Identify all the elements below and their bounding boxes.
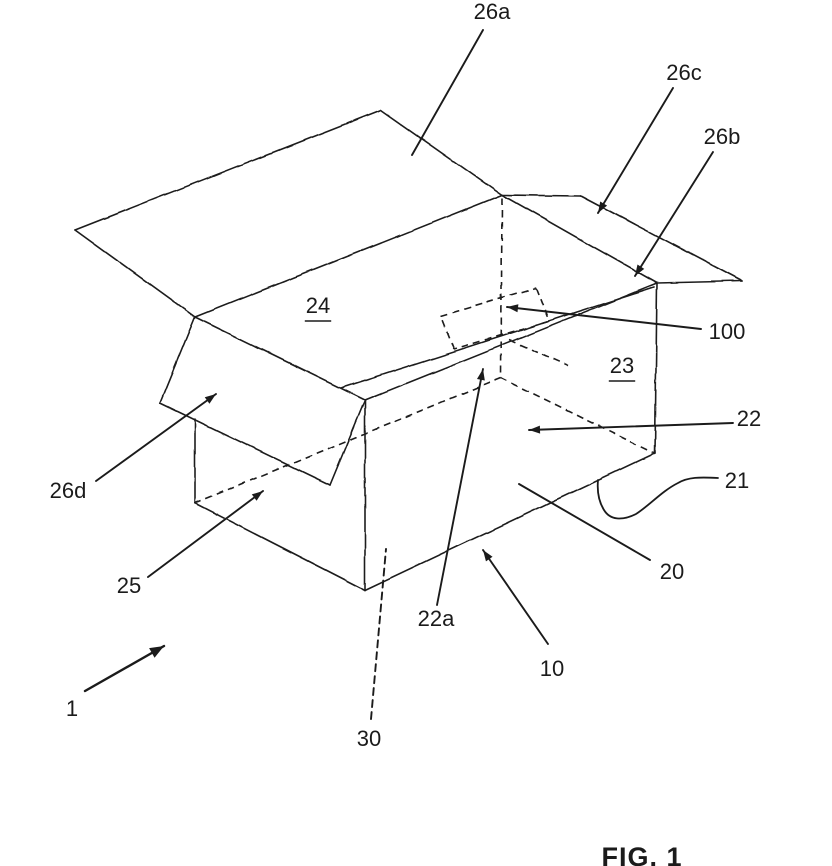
ref-label-26a: 26a: [474, 0, 511, 24]
ref-label-23: 23: [610, 353, 634, 378]
leader-22: [528, 422, 734, 431]
leader-26d-arrowhead: [204, 394, 216, 404]
leader-30: [370, 548, 387, 720]
leader-1-arrowhead: [149, 646, 164, 658]
ref-label-26d: 26d: [50, 478, 87, 503]
hidden-edge-handle-opening-top: [440, 287, 537, 317]
edge-box-edge-right-vertical: [654, 282, 658, 454]
ref-label-22a: 22a: [418, 606, 455, 631]
ref-label-1: 1: [66, 696, 78, 721]
ref-label-26c: 26c: [666, 60, 701, 85]
edge-inner-wall-top-edge: [340, 286, 655, 389]
hidden-edge-handle-opening-left: [440, 315, 455, 350]
ref-label-25: 25: [117, 573, 141, 598]
edge-flap26a-edge-top-left: [74, 109, 382, 231]
hidden-edge-hidden-back-vertical-edge: [500, 197, 503, 379]
hidden-edge-hidden-bottom-back-right-edge: [500, 377, 656, 454]
leader-26a: [411, 29, 484, 156]
edge-box-edge-bottom-right: [364, 452, 656, 591]
leader-26d: [95, 393, 217, 482]
leader-21: [596, 476, 719, 520]
edge-flap26c-edge-outer: [580, 195, 743, 282]
ref-label-21: 21: [725, 468, 749, 493]
leader-20: [518, 483, 651, 561]
hidden-edge-handle-opening-right: [535, 287, 550, 322]
ref-label-20: 20: [660, 559, 684, 584]
edge-flap26b-tip-edge: [656, 280, 743, 284]
ref-label-24: 24: [306, 293, 330, 318]
leader-25-arrowhead: [251, 491, 263, 501]
leader-26c-arrowhead: [598, 201, 608, 213]
leader-10: [482, 549, 549, 645]
leader-100: [506, 306, 702, 330]
leader-26b-arrowhead: [635, 264, 645, 276]
leader-26c: [597, 87, 674, 214]
edge-flap26a-fold-line: [194, 194, 503, 318]
leader-10-arrowhead: [483, 550, 493, 562]
ref-label-22: 22: [737, 406, 761, 431]
edge-flap26d-edge-right: [329, 399, 366, 486]
leader-26b: [634, 151, 714, 277]
ref-label-30: 30: [357, 726, 381, 751]
leader-100-arrowhead: [507, 304, 519, 313]
edge-flap26d-edge-left: [159, 316, 196, 404]
edge-opening-edge-front-left: [194, 316, 366, 401]
reference-leaders: [83, 29, 734, 720]
edge-flap26c-fold-line: [501, 194, 658, 284]
edge-flap26a-edge-left: [74, 229, 196, 318]
ref-label-10: 10: [540, 656, 564, 681]
edge-flap26c-edge-near: [501, 194, 582, 197]
edge-flap26d-edge-bottom: [159, 402, 331, 486]
leader-22a-arrowhead: [476, 369, 485, 381]
leader-25: [147, 490, 264, 578]
figure-caption: FIG. 1: [601, 842, 683, 866]
ref-label-100: 100: [709, 319, 746, 344]
hidden-edge-hidden-inner-edge: [508, 339, 569, 367]
ref-label-26b: 26b: [704, 124, 741, 149]
leader-22a: [436, 368, 484, 606]
reference-labels: 26a 26c 26b 100 23 24 22 21 26d 25 20 22a 10 1 30: [50, 0, 762, 751]
box-edges: [74, 109, 743, 591]
edge-flap26a-edge-top-right: [380, 109, 503, 196]
leader-22-arrowhead: [529, 425, 541, 434]
edge-box-edge-bottom-left: [194, 502, 366, 591]
hidden-edge-handle-opening-bottom: [453, 320, 550, 350]
leader-1: [83, 644, 166, 693]
